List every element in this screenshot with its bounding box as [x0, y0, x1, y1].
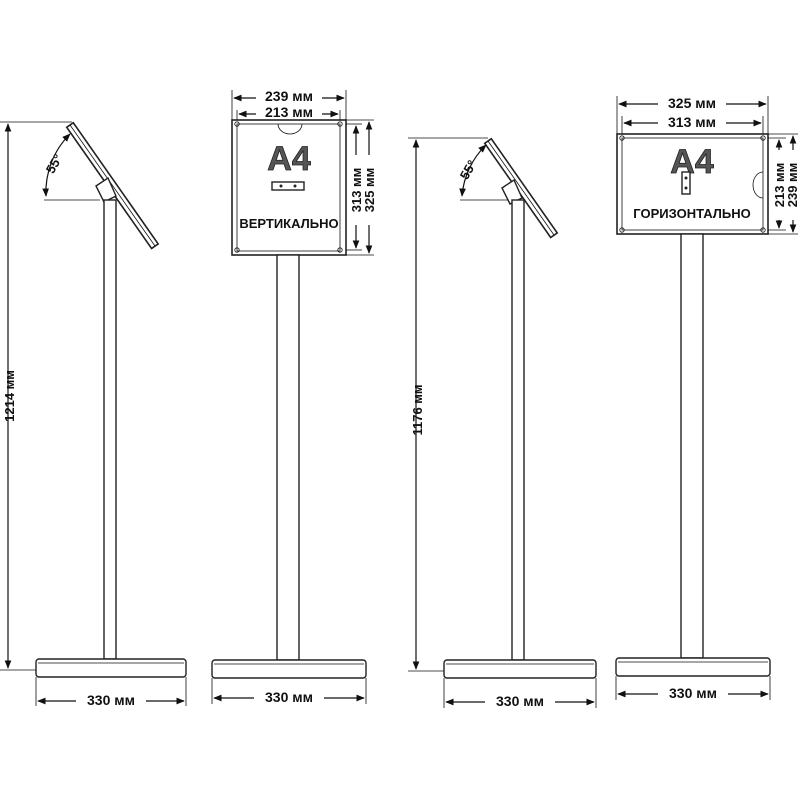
mount-hole — [684, 186, 688, 190]
label-backdrop — [76, 692, 146, 708]
pole — [680, 233, 704, 659]
base-width-label: 330 мм — [496, 693, 544, 709]
label-backdrop — [658, 114, 726, 128]
inner-width-label: 213 мм — [265, 104, 313, 120]
corner-screw — [760, 135, 766, 141]
angle-arc — [42, 133, 71, 197]
outer-height-label: 325 мм — [362, 168, 377, 213]
base — [615, 657, 771, 677]
angle-label: 55° — [43, 151, 66, 176]
height-label: 1214 мм — [2, 370, 17, 422]
inner-width-label: 313 мм — [668, 114, 716, 130]
angle-label: 55° — [457, 157, 480, 182]
panel-edge — [487, 140, 555, 236]
inner-height-label: 313 мм — [349, 168, 364, 213]
panel-edge — [69, 124, 156, 247]
pole — [103, 199, 117, 660]
label-backdrop — [254, 689, 324, 705]
corner-screw — [619, 227, 625, 233]
label-backdrop — [256, 89, 322, 103]
label-backdrop — [349, 155, 375, 225]
mount-hole — [293, 184, 297, 188]
corner-screw — [619, 135, 625, 141]
height-label: 1176 мм — [410, 384, 425, 435]
pole — [276, 254, 300, 661]
finger-notch — [752, 171, 764, 199]
orientation-label: ВЕРТИКАЛЬНО — [239, 216, 338, 231]
panel-bracket — [501, 178, 523, 205]
base-width-label: 330 мм — [669, 685, 717, 701]
mount-hole — [684, 176, 688, 180]
format-label: A4 — [267, 140, 311, 178]
vertical-panel-insert — [236, 123, 341, 252]
stand-tilted-vertical: 1214 мм 55° 330 мм — [0, 121, 187, 708]
mount-plate — [271, 181, 305, 191]
horizontal-panel-insert — [621, 137, 764, 231]
outer-height-label: 239 мм — [785, 163, 800, 208]
base — [35, 658, 187, 678]
label-backdrop — [658, 685, 728, 701]
format-label: A4 — [670, 143, 714, 181]
label-backdrop — [658, 95, 726, 109]
label-backdrop — [772, 150, 799, 220]
corner-screw — [760, 227, 766, 233]
corner-screw — [234, 247, 240, 253]
base — [211, 659, 367, 679]
base — [443, 659, 597, 679]
outer-width-label: 325 мм — [668, 95, 716, 111]
base-width-label: 330 мм — [87, 692, 135, 708]
corner-screw — [337, 121, 343, 127]
mount-hole — [279, 184, 283, 188]
panel-bracket — [95, 176, 117, 203]
finger-notch — [277, 123, 303, 135]
label-backdrop — [256, 105, 322, 119]
outer-width-label: 239 мм — [265, 88, 313, 104]
horizontal-panel — [616, 133, 769, 235]
pole — [511, 199, 525, 661]
corner-screw — [337, 247, 343, 253]
stand-horizontal: 325 мм 313 мм A4 ГОРИЗОНТАЛЬНО 213 мм 23… — [615, 95, 800, 701]
corner-screw — [234, 121, 240, 127]
inner-height-label: 213 мм — [772, 163, 787, 208]
stand-vertical: 239 мм 213 мм A4 ВЕРТИКАЛЬНО 313 мм 325 … — [211, 88, 377, 705]
label-backdrop — [485, 693, 555, 709]
mount-plate — [681, 171, 691, 195]
stand-tilted-horizontal: 1176 мм 55° 330 мм — [408, 137, 597, 709]
base-width-label: 330 мм — [265, 689, 313, 705]
orientation-label: ГОРИЗОНТАЛЬНО — [633, 206, 750, 221]
angle-arc — [459, 144, 487, 197]
